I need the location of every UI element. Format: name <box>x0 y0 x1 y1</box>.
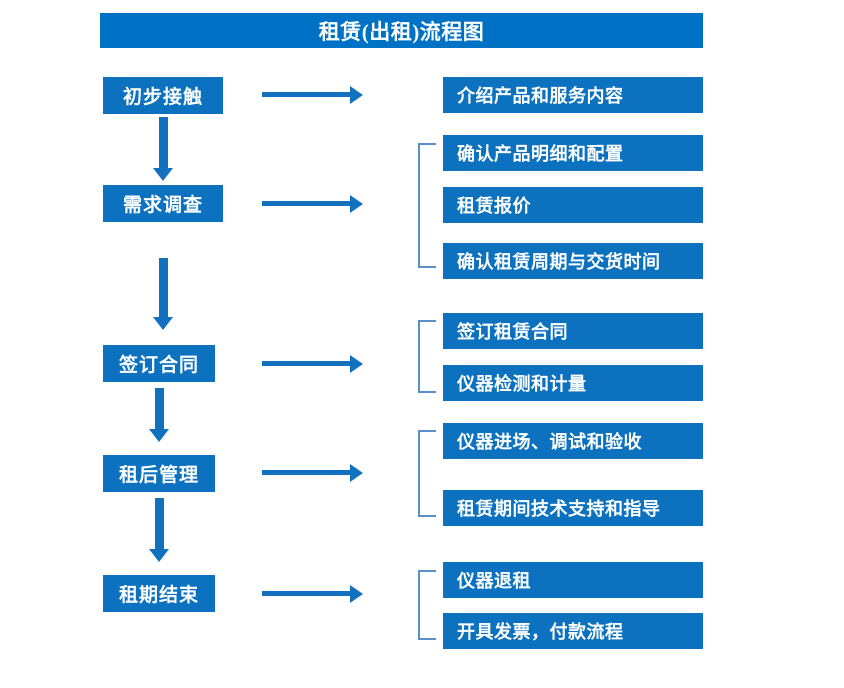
horizontal-arrow-3 <box>262 354 363 373</box>
detail-node-instrument-return[interactable]: 仪器退租 <box>443 562 703 598</box>
detail-node-sign-rental-contract[interactable]: 签订租赁合同 <box>443 313 703 349</box>
detail-node-rental-quote[interactable]: 租赁报价 <box>443 187 703 223</box>
detail-node-confirm-period[interactable]: 确认租赁周期与交货时间 <box>443 243 703 279</box>
group-bracket-sign-contract <box>418 320 436 393</box>
page-title: 租赁(出租)流程图 <box>100 13 703 48</box>
vertical-arrow-2 <box>153 258 173 330</box>
detail-node-confirm-spec[interactable]: 确认产品明细和配置 <box>443 135 703 171</box>
detail-node-invoice-payment[interactable]: 开具发票，付款流程 <box>443 613 703 649</box>
group-bracket-needs-survey <box>418 143 436 268</box>
horizontal-arrow-1 <box>262 85 363 104</box>
vertical-arrow-3 <box>149 388 169 442</box>
detail-node-tech-support[interactable]: 租赁期间技术支持和指导 <box>443 490 703 526</box>
group-bracket-rental-end <box>418 570 436 640</box>
horizontal-arrow-2 <box>262 194 363 213</box>
stage-node-needs-survey[interactable]: 需求调查 <box>103 185 223 222</box>
stage-node-post-rent-manage[interactable]: 租后管理 <box>103 455 215 492</box>
group-bracket-post-rent-manage <box>418 430 436 517</box>
vertical-arrow-1 <box>153 117 173 181</box>
detail-node-intro-products[interactable]: 介绍产品和服务内容 <box>443 77 703 113</box>
detail-node-instrument-install[interactable]: 仪器进场、调试和验收 <box>443 423 703 459</box>
horizontal-arrow-5 <box>262 584 363 603</box>
stage-node-initial-contact[interactable]: 初步接触 <box>103 77 223 114</box>
vertical-arrow-4 <box>149 498 169 562</box>
stage-node-sign-contract[interactable]: 签订合同 <box>103 345 215 382</box>
stage-node-rental-end[interactable]: 租期结束 <box>103 575 215 612</box>
horizontal-arrow-4 <box>262 463 363 482</box>
detail-node-instrument-test[interactable]: 仪器检测和计量 <box>443 365 703 401</box>
